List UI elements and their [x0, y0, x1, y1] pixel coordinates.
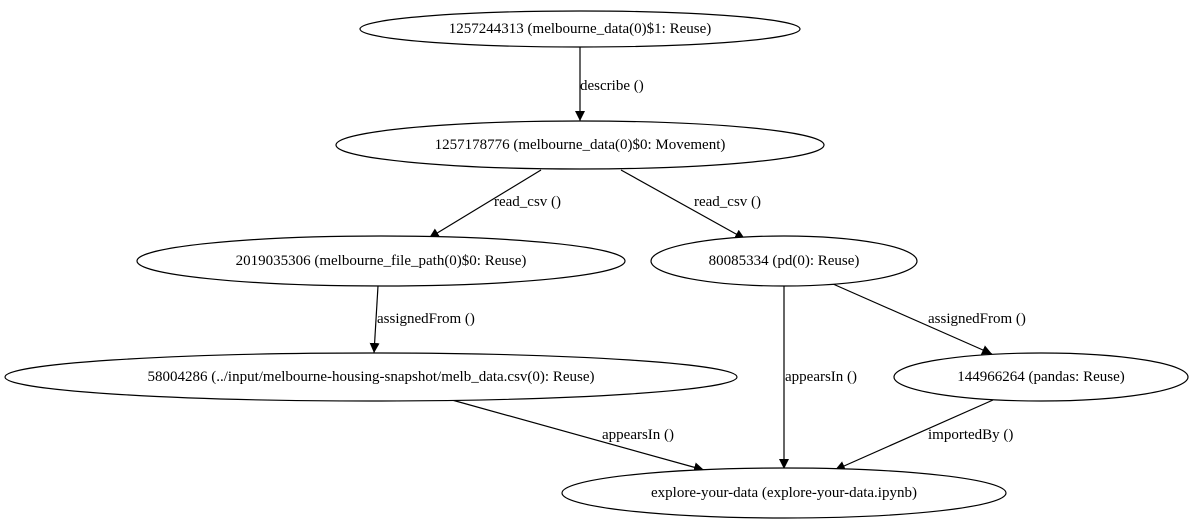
node-80085334-label: 80085334 (pd(0): Reuse)	[709, 253, 860, 269]
node-144966264-ellipse	[893, 352, 1189, 402]
edge-read-csv-right-line	[620, 169, 746, 240]
node-explore-your-data[interactable]: explore-your-data (explore-your-data.ipy…	[561, 467, 1007, 519]
node-1257244313-label: 1257244313 (melbourne_data(0)$1: Reuse)	[449, 21, 711, 37]
edge-assigned-from-right-line	[832, 283, 993, 355]
node-1257178776-ellipse	[335, 120, 825, 170]
node-80085334-ellipse	[650, 235, 918, 287]
node-2019035306-label: 2019035306 (melbourne_file_path(0)$0: Re…	[236, 253, 527, 269]
node-80085334[interactable]: 80085334 (pd(0): Reuse)	[650, 235, 918, 287]
edge-assigned-from-right: assignedFrom ()	[832, 283, 1026, 355]
edges: describe () read_csv () read_csv () assi…	[369, 47, 1026, 473]
edge-appears-in-left-label: appearsIn ()	[602, 427, 674, 443]
edge-read-csv-right-label: read_csv ()	[694, 194, 761, 210]
edge-appears-in-left-line	[451, 399, 705, 473]
node-explore-your-data-label: explore-your-data (explore-your-data.ipy…	[651, 485, 917, 501]
node-explore-your-data-ellipse	[561, 467, 1007, 519]
nodes: 1257244313 (melbourne_data(0)$1: Reuse) …	[4, 10, 1189, 519]
node-58004286-label: 58004286 (../input/melbourne-housing-sna…	[147, 369, 594, 385]
edge-read-csv-left-line	[428, 169, 542, 239]
node-2019035306-ellipse	[136, 235, 626, 287]
edge-describe-label: describe ()	[580, 78, 644, 94]
edge-assigned-from-left-label: assignedFrom ()	[377, 311, 475, 327]
node-58004286[interactable]: 58004286 (../input/melbourne-housing-sna…	[4, 352, 738, 402]
edge-read-csv-left-label: read_csv ()	[494, 194, 561, 210]
edge-assigned-from-left-line	[369, 285, 380, 354]
node-58004286-ellipse	[4, 352, 738, 402]
node-1257178776[interactable]: 1257178776 (melbourne_data(0)$0: Movemen…	[335, 120, 825, 170]
edge-assigned-from-right-label: assignedFrom ()	[928, 311, 1026, 327]
edge-read-csv-left: read_csv ()	[428, 169, 561, 239]
node-144966264-label: 144966264 (pandas: Reuse)	[957, 369, 1124, 385]
node-2019035306[interactable]: 2019035306 (melbourne_file_path(0)$0: Re…	[136, 235, 626, 287]
edge-appears-in-right-label: appearsIn ()	[785, 369, 857, 385]
node-144966264[interactable]: 144966264 (pandas: Reuse)	[893, 352, 1189, 402]
edge-assigned-from-left: assignedFrom ()	[369, 285, 475, 354]
edge-describe: describe ()	[575, 47, 644, 121]
edge-read-csv-right: read_csv ()	[620, 169, 761, 240]
edge-imported-by-label: importedBy ()	[928, 427, 1013, 443]
edge-imported-by-line	[834, 399, 994, 471]
node-1257178776-label: 1257178776 (melbourne_data(0)$0: Movemen…	[435, 137, 726, 153]
edge-appears-in-right: appearsIn ()	[779, 286, 857, 469]
edge-imported-by: importedBy ()	[834, 399, 1013, 471]
node-1257244313[interactable]: 1257244313 (melbourne_data(0)$1: Reuse)	[359, 10, 801, 48]
edge-appears-in-left: appearsIn ()	[451, 399, 705, 473]
node-1257244313-ellipse	[359, 10, 801, 48]
